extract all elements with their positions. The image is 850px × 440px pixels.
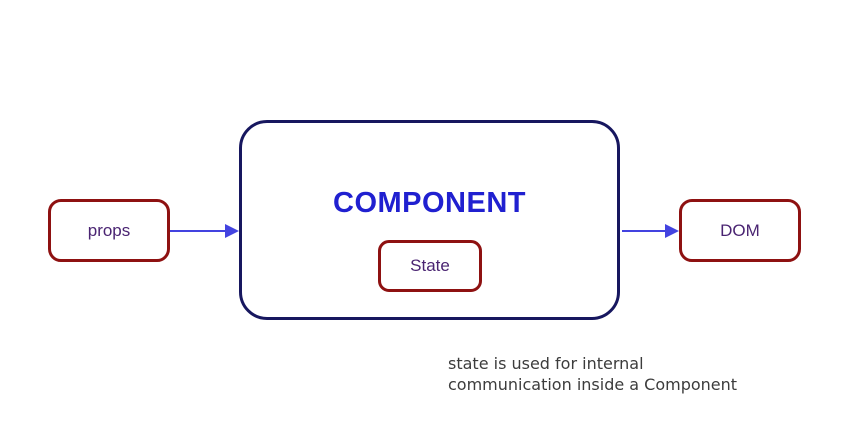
caption-line-1: state is used for internal [448,354,644,373]
arrowhead-icon [225,224,239,238]
state-node: State [378,240,482,292]
arrow-shaft [170,230,228,232]
caption-line-2: communication inside a Component [448,375,738,394]
dom-node-label: DOM [720,220,760,240]
dom-node: DOM [679,199,801,262]
props-node-label: props [87,220,131,240]
arrow-props-to-component [170,223,239,239]
props-node: props [48,199,170,262]
caption: state is used for internal communication… [448,353,737,395]
state-node-label: State [410,256,450,275]
component-node-label: COMPONENT [333,187,526,219]
arrow-component-to-dom [622,223,679,239]
arrowhead-icon [665,224,679,238]
arrow-shaft [622,230,668,232]
